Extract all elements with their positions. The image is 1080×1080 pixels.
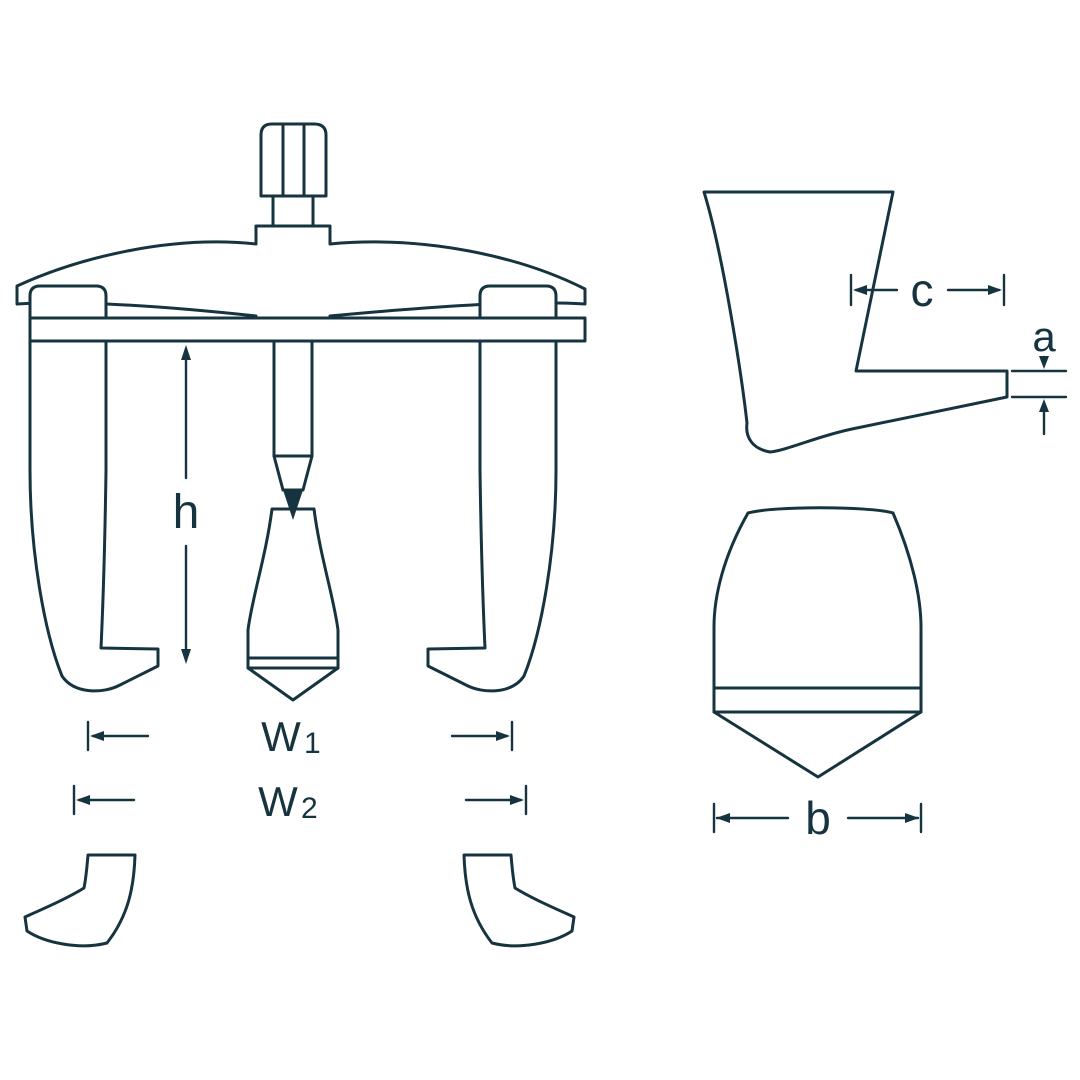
- arrow-h-down: [181, 649, 191, 664]
- spindle-point: [283, 490, 303, 520]
- left-arm: [28, 284, 160, 693]
- label-w1: W: [261, 713, 301, 760]
- dim-a-line: [1010, 355, 1068, 436]
- dimension-arrowheads: [76, 285, 1049, 823]
- spindle-neck: [271, 194, 315, 228]
- spade-tip: [246, 507, 340, 702]
- arrow-a-down: [1039, 356, 1049, 369]
- label-a: a: [1032, 313, 1056, 360]
- label-c: c: [911, 264, 934, 316]
- label-w2-subscript: 2: [301, 792, 318, 825]
- drawing-lines: [15, 122, 1009, 948]
- hook-detail: [702, 190, 1009, 454]
- foot-detail-right: [462, 853, 576, 948]
- dim-w2-line: [72, 784, 528, 816]
- arrow-h-up: [181, 345, 191, 360]
- tie-bar: [28, 316, 587, 343]
- arrow-w1-right: [496, 731, 510, 741]
- label-w1-subscript: 1: [304, 727, 321, 760]
- label-b: b: [805, 792, 831, 844]
- foot-detail-left: [23, 853, 137, 948]
- right-arm: [426, 284, 558, 693]
- arrow-b-right: [905, 813, 919, 823]
- arrow-c-right: [988, 285, 1002, 295]
- dimension-labels: h W 1 W 2 c a b: [173, 264, 1057, 844]
- label-w2: W: [258, 778, 298, 825]
- arrow-a-up: [1039, 399, 1049, 412]
- arrow-w2-left: [76, 795, 90, 805]
- dimension-lines: [72, 273, 1068, 834]
- spade-detail: [712, 506, 923, 779]
- spindle: [272, 339, 314, 492]
- label-h: h: [173, 486, 200, 539]
- arrow-c-left: [853, 285, 867, 295]
- arrow-w2-right: [510, 795, 524, 805]
- arrow-w1-left: [90, 731, 104, 741]
- hex-head: [259, 122, 328, 198]
- arrow-b-left: [716, 813, 730, 823]
